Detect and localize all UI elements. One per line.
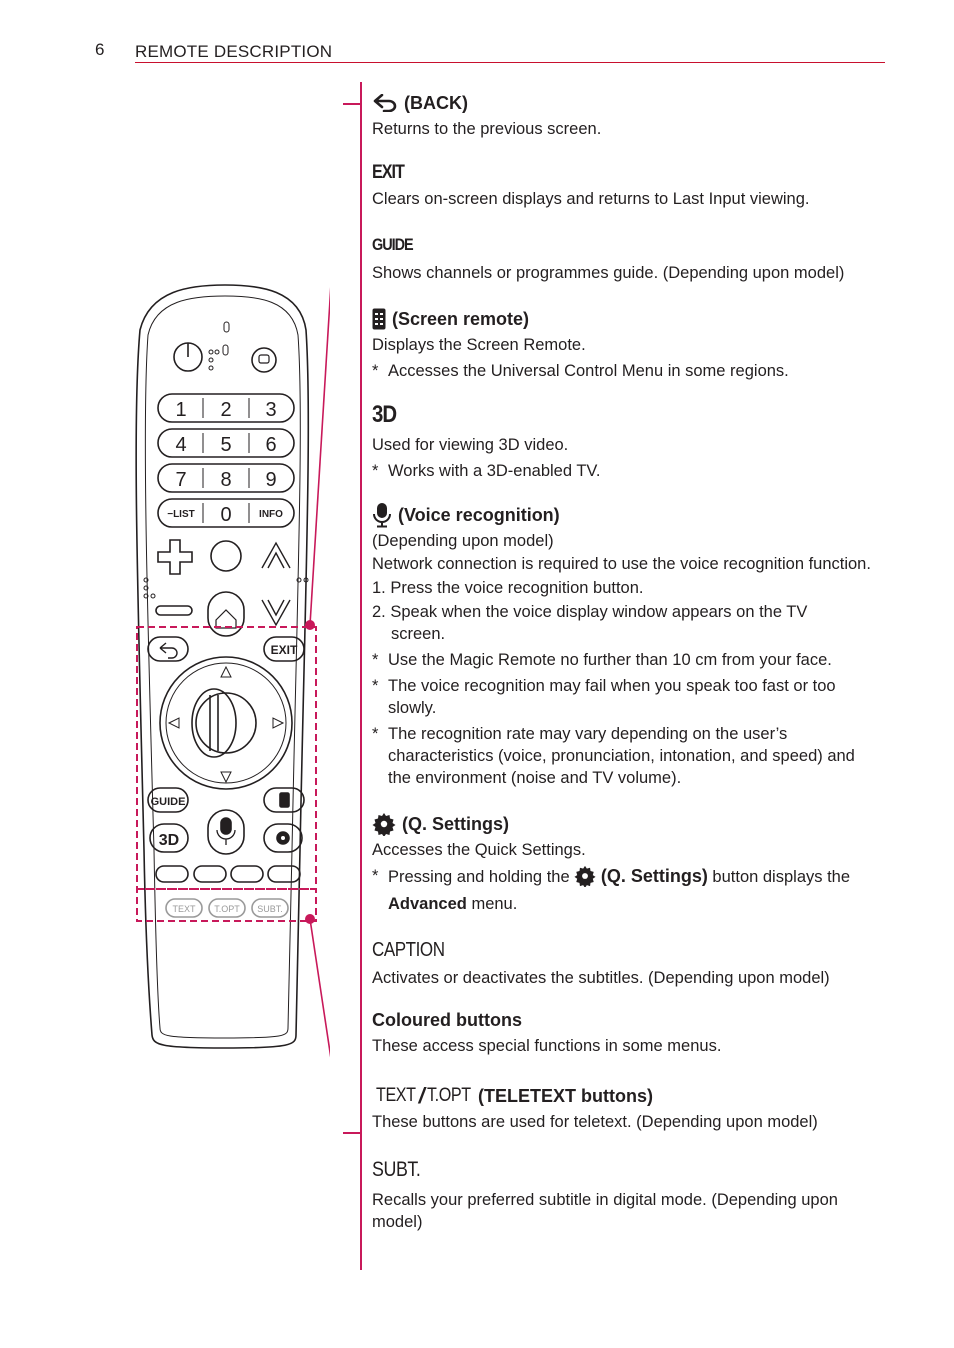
entry-caption: CAPTION Activates or deactivates the sub… — [372, 937, 882, 989]
remote-key-1: 1 — [175, 399, 186, 421]
remote-key-list: −LIST — [167, 509, 195, 520]
entry-back-heading: (BACK) — [372, 90, 882, 116]
teletext-topt-glyph: T.OPT — [426, 1085, 471, 1106]
remote-key-0: 0 — [220, 504, 231, 526]
inline-gear-icon — [574, 865, 596, 893]
remote-key-3: 3 — [265, 399, 276, 421]
magic-remote-illustration: 1 2 3 4 5 6 7 8 9 −LIST 0 INFO EXIT GUID… — [135, 284, 330, 1058]
remote-key-2: 2 — [220, 399, 231, 421]
entry-voice-step1: 1. Press the voice recognition button. — [372, 579, 644, 597]
entry-voice-title: (Voice recognition) — [398, 505, 560, 525]
subt-button-glyph: SUBT. — [372, 1158, 421, 1181]
entry-caption-heading: CAPTION — [372, 937, 882, 963]
entry-voice: (Voice recognition) (Depending upon mode… — [372, 502, 882, 789]
remote-key-text: TEXT — [172, 904, 196, 914]
entry-teletext-desc: These buttons are used for teletext. (De… — [372, 1113, 818, 1131]
microphone-icon — [372, 502, 392, 528]
entry-exit-desc: Clears on-screen displays and returns to… — [372, 190, 810, 208]
remote-key-8: 8 — [220, 469, 231, 491]
teletext-separator: / — [418, 1083, 425, 1108]
entry-teletext: TEXT / T.OPT (TELETEXT buttons) These bu… — [372, 1083, 882, 1133]
entry-voice-line1: (Depending upon model) — [372, 532, 554, 550]
entry-screen-remote-title: (Screen remote) — [392, 309, 530, 329]
entry-teletext-heading: TEXT / T.OPT (TELETEXT buttons) — [372, 1083, 882, 1109]
entry-exit: EXIT Clears on-screen displays and retur… — [372, 160, 882, 210]
back-arrow-icon — [372, 94, 398, 112]
entry-voice-note1: *Use the Magic Remote no further than 10… — [372, 651, 832, 669]
entry-coloured: Coloured buttons These access special fu… — [372, 1007, 882, 1057]
entry-voice-note2: *The voice recognition may fail when you… — [372, 677, 836, 717]
entry-screen-remote: (Screen remote) Displays the Screen Remo… — [372, 306, 882, 382]
screen-remote-icon — [372, 308, 386, 330]
remote-key-9: 9 — [265, 469, 276, 491]
button-descriptions: (BACK) Returns to the previous screen. E… — [372, 90, 882, 1253]
entry-settings: (Q. Settings) Accesses the Quick Setting… — [372, 811, 882, 915]
header-rule — [135, 62, 885, 63]
entry-subt: SUBT. Recalls your preferred subtitle in… — [372, 1157, 882, 1233]
remote-key-guide: GUIDE — [151, 796, 186, 808]
remote-key-7: 7 — [175, 469, 186, 491]
entry-settings-desc: Accesses the Quick Settings. — [372, 841, 586, 859]
exit-button-glyph: EXIT — [372, 162, 405, 183]
callout-vertical-line — [360, 82, 362, 1270]
caption-button-glyph: CAPTION — [372, 939, 445, 961]
entry-voice-heading: (Voice recognition) — [372, 502, 882, 528]
entry-guide-heading: GUIDE — [372, 232, 882, 258]
entry-teletext-title: (TELETEXT buttons) — [478, 1086, 654, 1106]
entry-voice-step2b: screen. — [391, 625, 446, 643]
remote-key-subt: SUBT. — [257, 904, 283, 914]
entry-back: (BACK) Returns to the previous screen. — [372, 90, 882, 140]
entry-guide: GUIDE Shows channels or programmes guide… — [372, 232, 882, 284]
entry-back-desc: Returns to the previous screen. — [372, 120, 602, 138]
page-number: 6 — [95, 40, 105, 59]
entry-3d-note: *Works with a 3D-enabled TV. — [372, 462, 601, 480]
remote-key-5: 5 — [220, 434, 231, 456]
entry-voice-note3: *The recognition rate may vary depending… — [372, 725, 855, 787]
remote-key-exit: EXIT — [271, 643, 298, 657]
callout-bottom-tick — [343, 1132, 362, 1134]
entry-voice-step2: 2. Speak when the voice display window a… — [372, 603, 808, 621]
entry-caption-desc: Activates or deactivates the subtitles. … — [372, 969, 830, 987]
entry-3d-desc: Used for viewing 3D video. — [372, 436, 569, 454]
remote-key-4: 4 — [175, 434, 186, 456]
guide-button-glyph: GUIDE — [372, 235, 414, 254]
entry-3d: 3D Used for viewing 3D video. *Works wit… — [372, 402, 882, 482]
entry-settings-note: * Pressing and holding the (Q. Settings)… — [372, 865, 851, 913]
remote-key-topt: T.OPT — [214, 904, 240, 914]
entry-back-title: (BACK) — [404, 93, 468, 113]
remote-key-3d: 3D — [159, 832, 179, 849]
section-title: REMOTE DESCRIPTION — [135, 42, 333, 61]
teletext-text-glyph: TEXT — [376, 1085, 416, 1106]
entry-coloured-desc: These access special functions in some m… — [372, 1037, 722, 1055]
entry-3d-heading: 3D — [372, 402, 882, 428]
entry-subt-heading: SUBT. — [372, 1157, 882, 1183]
entry-settings-title: (Q. Settings) — [402, 814, 509, 834]
entry-voice-line2: Network connection is required to use th… — [372, 555, 871, 573]
entry-exit-heading: EXIT — [372, 160, 882, 186]
entry-settings-heading: (Q. Settings) — [372, 811, 882, 837]
entry-screen-remote-note: *Accesses the Universal Control Menu in … — [372, 362, 789, 380]
gear-icon — [372, 812, 396, 836]
entry-guide-desc: Shows channels or programmes guide. (Dep… — [372, 264, 845, 282]
entry-screen-remote-desc: Displays the Screen Remote. — [372, 336, 586, 354]
remote-key-info: INFO — [259, 509, 283, 520]
entry-coloured-title: Coloured buttons — [372, 1010, 522, 1030]
power-button-drawing — [173, 342, 203, 372]
entry-screen-remote-heading: (Screen remote) — [372, 306, 882, 332]
three-d-button-glyph: 3D — [372, 401, 397, 428]
entry-subt-desc: Recalls your preferred subtitle in digit… — [372, 1191, 838, 1231]
callout-top-tick — [343, 103, 362, 105]
remote-key-6: 6 — [265, 434, 276, 456]
